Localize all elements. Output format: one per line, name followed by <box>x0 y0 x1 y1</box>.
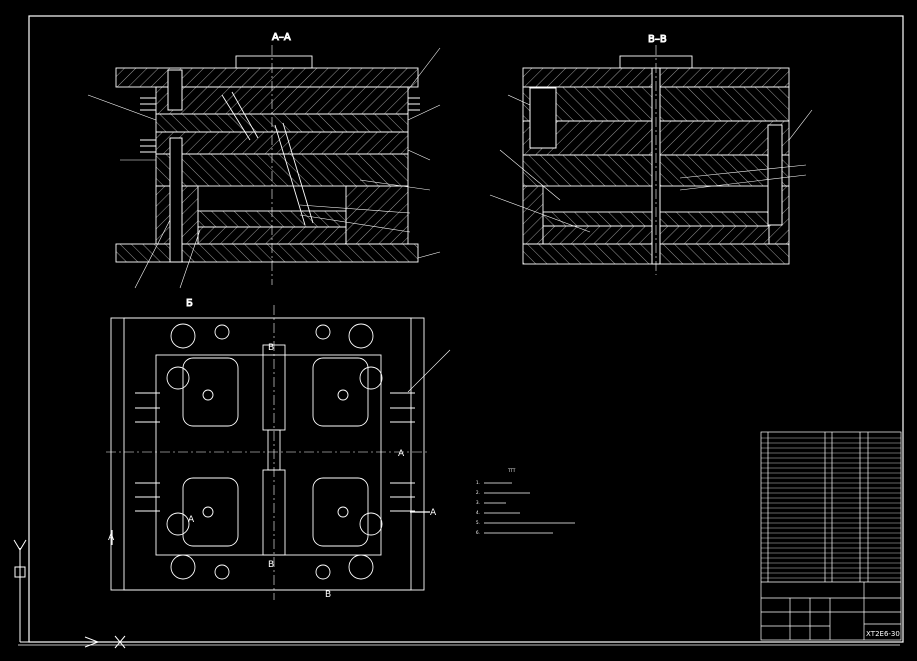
section-mark-a-left: A <box>188 515 195 525</box>
section-mark-a-right-low: A <box>430 508 437 518</box>
note-item-3: 3. <box>476 500 480 505</box>
technical-notes: ТТТ 1. 2. 3. 4. 5. 6. <box>476 468 575 535</box>
bom-rows <box>761 437 901 579</box>
section-mark-a-left-low: A <box>108 533 115 543</box>
drawing-frame <box>28 15 904 643</box>
note-item-4: 4. <box>476 510 480 515</box>
section-mark-b-bottom: B <box>268 560 274 570</box>
section-mark-a-right: A <box>398 449 405 459</box>
section-aa-label: A–A <box>272 32 291 43</box>
note-item-1: 1. <box>476 480 480 485</box>
notes-title: ТТТ <box>507 468 516 473</box>
section-bb-label: B–B <box>648 34 667 45</box>
section-aa-view: A–A <box>87 32 441 289</box>
plan-view-label: Б <box>186 298 193 309</box>
section-bb-view: B–B <box>489 34 813 275</box>
note-item-5: 5. <box>476 520 480 525</box>
plan-view: Б <box>106 298 451 600</box>
drawing-number: ХТ2Е6-30 <box>866 630 900 638</box>
bom-table <box>760 431 902 641</box>
section-mark-plan-bottom: B <box>325 590 331 600</box>
note-item-6: 6. <box>476 530 480 535</box>
section-mark-b-top: B <box>268 343 274 353</box>
note-item-2: 2. <box>476 490 480 495</box>
ucs-icon <box>13 539 126 649</box>
